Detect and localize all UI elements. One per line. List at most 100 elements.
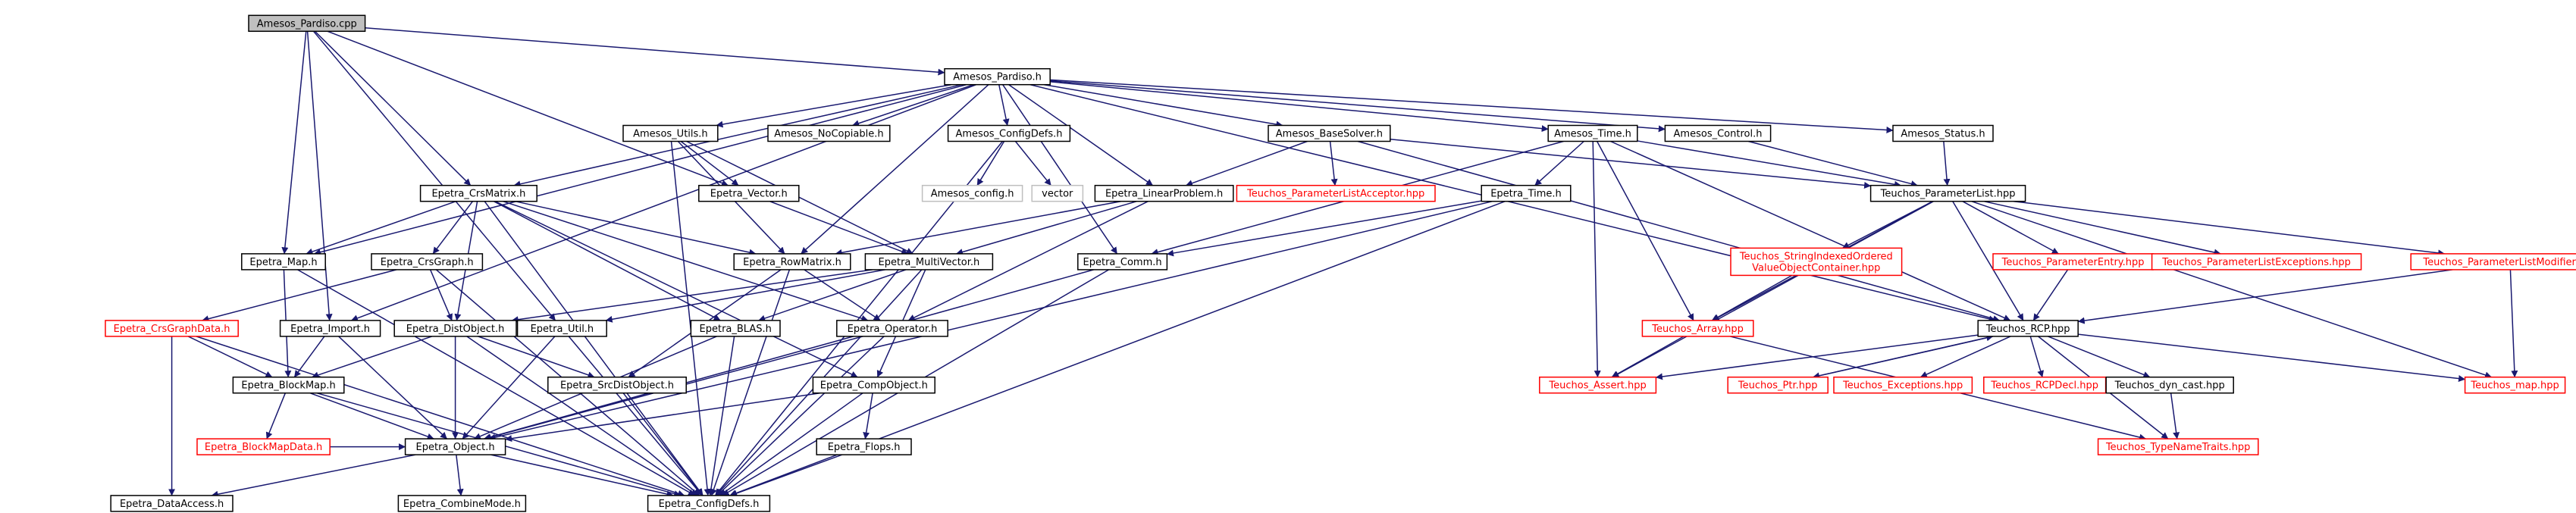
node-epetra-combinemode-h[interactable]: Epetra_CombineMode.h [397,495,527,512]
node-amesos-basesolver-h[interactable]: Amesos_BaseSolver.h [1268,124,1391,142]
node-box [371,253,484,271]
node-epetra-rowmatrix-h[interactable]: Epetra_RowMatrix.h [733,253,851,271]
node-amesos-control-h[interactable]: Amesos_Control.h [1664,124,1772,142]
node-box [1664,124,1772,142]
node-label: Epetra_CompObject.h [820,380,928,392]
node-amesos-pardiso-h[interactable]: Amesos_Pardiso.h [944,67,1051,86]
edge-amesos-pardiso-h-to-epetra-comm-h [1002,84,1118,255]
node-teuchos-ple-hpp[interactable]: Teuchos_ParameterListExceptions.hpp [2151,253,2362,271]
node-epetra-blockmap-h[interactable]: Epetra_BlockMap.h [232,376,345,394]
node-amesos-utils-h[interactable]: Amesos_Utils.h [622,124,719,142]
node-teuchos-parameterentry-hpp[interactable]: Teuchos_ParameterEntry.hpp [1992,253,2154,271]
edge-amesos-pardiso-cpp-to-epetra-map-h [281,31,307,255]
node-label: Teuchos_ParameterListModifier.hpp [2422,257,2576,268]
edge-amesos-basesolver-h-to-teuchos-parameterlist-hpp [1390,139,1872,189]
node-epetra-time-h[interactable]: Epetra_Time.h [1481,184,1572,202]
edge-epetra-multivector-h-to-epetra-distobject-h [511,269,873,324]
node-amesos-time-h[interactable]: Amesos_Time.h [1547,124,1638,142]
node-label: Epetra_Comm.h [1083,257,1162,268]
edge-epetra-blockmap-h-to-epetra-blockmapdata-h [265,393,287,439]
node-teuchos-rcp-hpp[interactable]: Teuchos_RCP.hpp [1977,320,2079,337]
node-epetra-crsgraphdata-h[interactable]: Epetra_CrsGraphData.h [105,320,239,337]
node-label: Amesos_Control.h [1674,129,1763,140]
edge-amesos-pardiso-h-to-epetra-linearproblem-h [1008,84,1154,186]
node-epetra-object-h[interactable]: Epetra_Object.h [404,438,506,455]
node-teuchos-dyn-cast-hpp[interactable]: Teuchos_dyn_cast.hpp [2105,376,2234,394]
edge-amesos-pardiso-h-to-amesos-utils-h [716,83,952,128]
node-teuchos-array-hpp[interactable]: Teuchos_Array.hpp [1641,320,1754,337]
node-teuchos-exceptions-hpp[interactable]: Teuchos_Exceptions.hpp [1833,376,1973,394]
node-box [232,376,345,394]
node-epetra-blas-h[interactable]: Epetra_BLAS.h [690,320,781,337]
node-teuchos-ptr-hpp[interactable]: Teuchos_Ptr.hpp [1727,376,1829,394]
node-label: Epetra_RowMatrix.h [743,257,841,268]
node-amesos-nocopiable-h[interactable]: Amesos_NoCopiable.h [767,124,891,142]
node-label: Epetra_CrsGraph.h [381,257,474,268]
node-epetra-map-h[interactable]: Epetra_Map.h [241,253,326,271]
node-epetra-dataaccess-h[interactable]: Epetra_DataAccess.h [110,495,233,512]
node-amesos-config-h[interactable]: Amesos_config.h [921,184,1023,202]
node-epetra-configdefs-h[interactable]: Epetra_ConfigDefs.h [647,495,771,512]
node-teuchos-parameterlist-hpp[interactable]: Teuchos_ParameterList.hpp [1869,184,2026,202]
node-box [1730,247,1903,277]
edge-amesos-utils-h-to-epetra-vector-h [680,140,739,186]
node-epetra-linearproblem-h[interactable]: Epetra_LinearProblem.h [1094,184,1234,202]
node-label: Epetra_CrsGraphData.h [114,324,230,335]
node-epetra-crsmatrix-h[interactable]: Epetra_CrsMatrix.h [419,184,537,202]
edge-amesos-pardiso-cpp-to-epetra-util-h [313,30,556,321]
node-amesos-configdefs-h[interactable]: Amesos_ConfigDefs.h [947,124,1071,142]
node-vector[interactable]: vector [1031,184,1084,202]
node-label: Teuchos_dyn_cast.hpp [2114,380,2225,392]
node-epetra-blockmapdata-h[interactable]: Epetra_BlockMapData.h [196,438,331,455]
node-teuchos-map-hpp[interactable]: Teuchos_map.hpp [2464,376,2566,394]
node-label: Epetra_BlockMapData.h [205,442,322,453]
node-epetra-comm-h[interactable]: Epetra_Comm.h [1077,253,1168,271]
node-box [767,124,891,142]
edge-amesos-pardiso-h-to-amesos-basesolver-h [1043,83,1283,128]
node-box [279,320,381,337]
node-label: Teuchos_Exceptions.hpp [1842,380,1963,392]
node-epetra-distobject-h[interactable]: Epetra_DistObject.h [393,320,517,337]
node-epetra-vector-h[interactable]: Epetra_Vector.h [698,184,800,202]
edge-epetra-import-h-to-epetra-blockmap-h [293,336,325,378]
node-box [1833,376,1973,394]
edge-epetra-crsmatrix-h-to-epetra-rowmatrix-h [515,200,757,256]
node-teuchos-plm-hpp[interactable]: Teuchos_ParameterListModifier.hpp [2410,253,2576,271]
edge-epetra-util-h-to-epetra-object-h [462,336,556,439]
node-label: Teuchos_Array.hpp [1651,324,1744,335]
node-teuchos-plaa-hpp[interactable]: Teuchos_ParameterListAcceptor.hpp [1236,184,1436,202]
node-box [622,124,719,142]
node-epetra-util-h[interactable]: Epetra_Util.h [516,320,607,337]
node-amesos-pardiso-cpp[interactable]: Amesos_Pardiso.cpp [248,14,366,33]
node-teuchos-assert-hpp[interactable]: Teuchos_Assert.hpp [1539,376,1657,394]
edge-amesos-pardiso-h-to-epetra-map-h [314,83,967,256]
edge-epetra-time-h-to-epetra-comm-h [1166,200,1482,257]
node-label: Amesos_config.h [931,189,1014,200]
node-epetra-flops-h[interactable]: Epetra_Flops.h [816,438,912,455]
node-box [944,67,1051,86]
node-box [921,184,1023,202]
node-label: Amesos_ConfigDefs.h [956,129,1063,140]
node-label: Epetra_Time.h [1490,189,1562,200]
node-teuchos-typenametraits-hpp[interactable]: Teuchos_TypeNameTraits.hpp [2097,438,2259,455]
node-epetra-compobject-h[interactable]: Epetra_CompObject.h [812,376,935,394]
edge-epetra-srcdistobject-h-to-epetra-configdefs-h [622,393,704,496]
node-epetra-multivector-h[interactable]: Epetra_MultiVector.h [864,253,994,271]
edge-teuchos-parameterlist-hpp-to-teuchos-map-hpp [1971,200,2492,379]
node-box [812,376,935,394]
node-epetra-crsgraph-h[interactable]: Epetra_CrsGraph.h [371,253,484,271]
node-label: Teuchos_TypeNameTraits.hpp [2105,442,2251,453]
node-box [547,376,687,394]
edge-epetra-crsmatrix-h-to-epetra-configdefs-h [484,201,704,496]
edge-epetra-multivector-h-to-epetra-util-h [605,269,885,323]
node-box [647,495,771,512]
node-epetra-import-h[interactable]: Epetra_Import.h [279,320,381,337]
node-teuchos-rcpdecl-hpp[interactable]: Teuchos_RCPDecl.hpp [1983,376,2107,394]
node-epetra-srcdistobject-h[interactable]: Epetra_SrcDistObject.h [547,376,687,394]
node-label: Teuchos_ParameterList.hpp [1880,189,2016,200]
node-epetra-operator-h[interactable]: Epetra_Operator.h [836,320,948,337]
node-amesos-status-h[interactable]: Amesos_Status.h [1892,124,1994,142]
node-label: Teuchos_RCP.hpp [1985,324,2070,335]
